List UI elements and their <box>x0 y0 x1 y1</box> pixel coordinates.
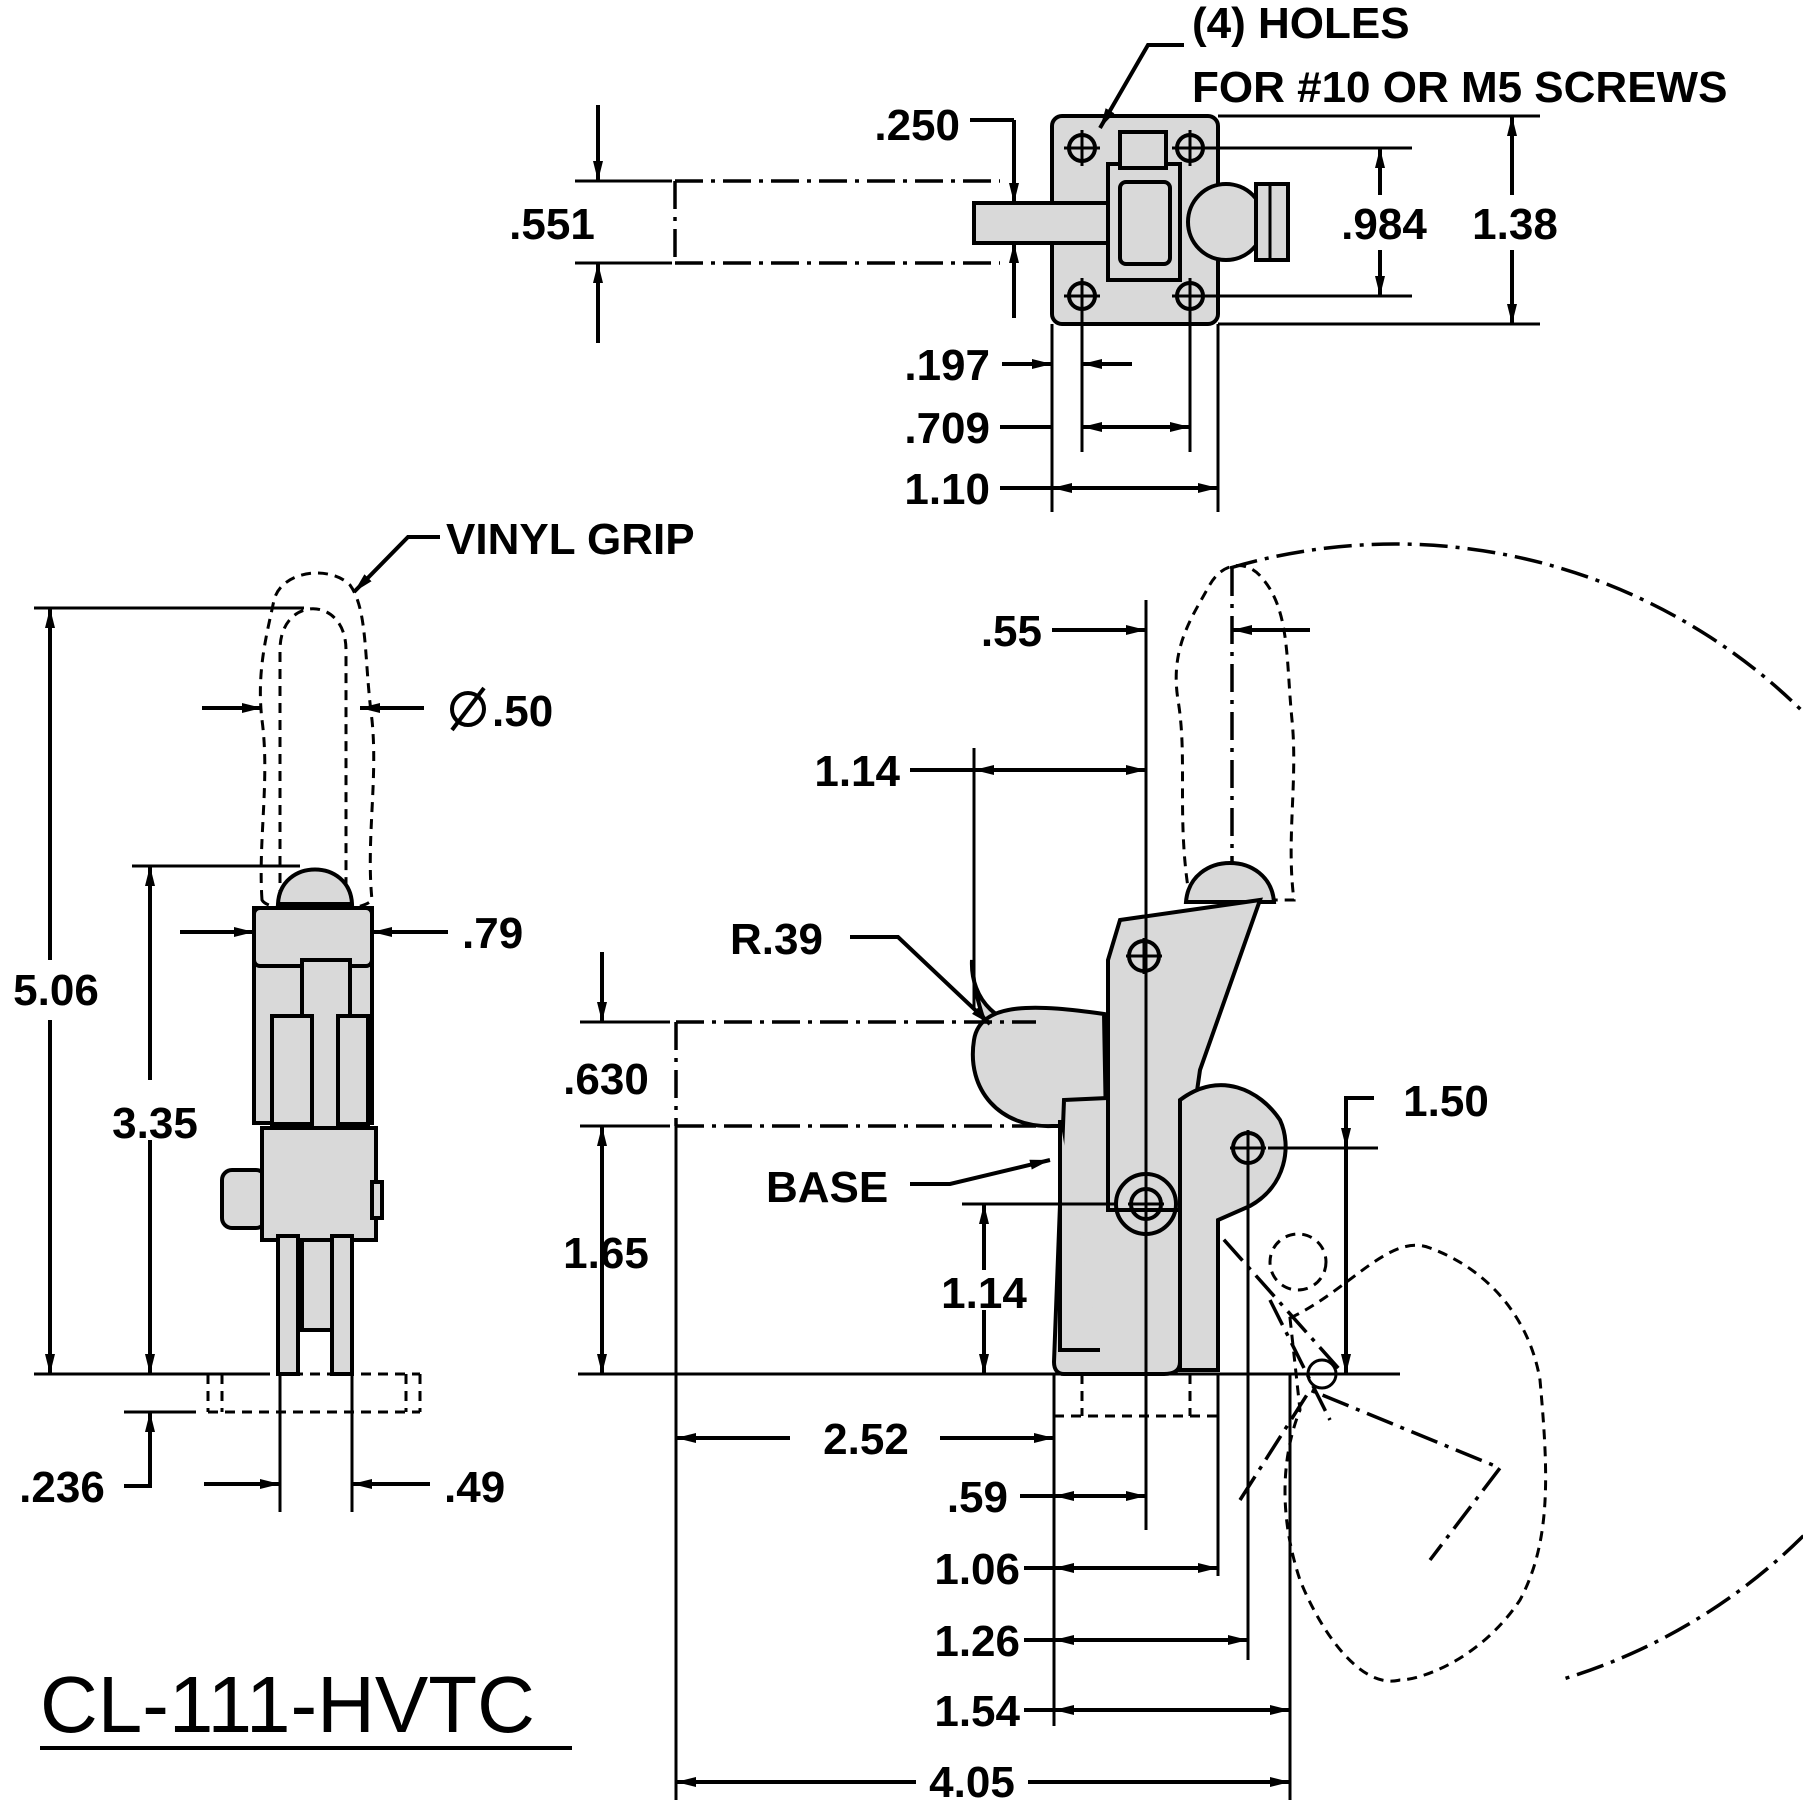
dim-059: .59 <box>947 1473 1008 1522</box>
vinyl-grip-note: VINYL GRIP <box>446 515 695 564</box>
front-left-side <box>270 1014 314 1126</box>
dim-049: .49 <box>444 1463 505 1512</box>
vinyl-grip-outline <box>258 571 376 913</box>
base-note: BASE <box>766 1163 888 1212</box>
front-nut <box>370 1180 384 1220</box>
dim-055: .55 <box>981 607 1042 656</box>
side-linkage <box>1178 1083 1288 1372</box>
dim-984: .984 <box>1341 200 1427 249</box>
dim-154: 1.54 <box>934 1687 1020 1736</box>
front-right-side <box>336 1014 370 1126</box>
front-leg-right <box>330 1234 354 1376</box>
dim-126: 1.26 <box>934 1617 1020 1666</box>
top-arm-cap <box>1118 130 1168 170</box>
dim-630: .630 <box>563 1055 649 1104</box>
top-arm-inner <box>1118 180 1172 266</box>
dim-165: 1.65 <box>563 1229 649 1278</box>
dim-197: .197 <box>904 341 990 390</box>
open-handle-outline <box>1283 1243 1548 1683</box>
dim-106: 1.06 <box>934 1545 1020 1594</box>
holes-note-line2: FOR #10 OR M5 SCREWS <box>1192 63 1727 112</box>
dim-114-top: 1.14 <box>814 747 900 796</box>
diameter-icon <box>450 686 486 732</box>
top-handle-knob <box>1186 182 1266 262</box>
dim-050: .50 <box>492 687 553 736</box>
front-leg-left <box>276 1234 300 1376</box>
dim-236: .236 <box>19 1463 105 1512</box>
front-mid-block <box>260 1126 378 1242</box>
top-view: .551 .250 (4) HOLES FOR #10 OR M5 SCREWS… <box>509 0 1727 514</box>
dim-079: .79 <box>462 909 523 958</box>
swing-arc <box>1229 542 1803 1682</box>
dim-405: 4.05 <box>929 1758 1015 1803</box>
mounting-hole <box>1064 130 1100 166</box>
dim-114-low: 1.14 <box>941 1269 1027 1318</box>
pivot-pin-icon <box>1126 938 1162 974</box>
front-bolt-head <box>220 1168 268 1230</box>
side-handle-knob <box>1183 861 1277 904</box>
front-top-cap <box>252 906 374 968</box>
dim-551: .551 <box>509 200 595 249</box>
mounting-hole <box>1064 278 1100 314</box>
part-number: CL-111-HVTC <box>40 1660 535 1749</box>
front-view: VINYL GRIP 5.06 3.35 .50 .79 .236 <box>13 515 695 1750</box>
pivot-pin-icon <box>1230 1130 1266 1166</box>
grip-inner-outline <box>278 607 348 900</box>
side-view: .55 1.14 R.39 .630 1.65 BASE 1.14 1 <box>563 542 1803 1803</box>
dim-335: 3.35 <box>112 1099 198 1148</box>
top-end-block <box>1254 182 1290 262</box>
dim-506: 5.06 <box>13 966 99 1015</box>
holes-note-line1: (4) HOLES <box>1192 0 1410 48</box>
dim-252: 2.52 <box>823 1415 909 1464</box>
dim-709: .709 <box>904 404 990 453</box>
dim-150: 1.50 <box>1403 1077 1489 1126</box>
upright-handle-outline <box>1174 564 1296 902</box>
top-spindle-bar <box>972 201 1126 245</box>
front-handle-knob <box>275 867 355 906</box>
dim-110: 1.10 <box>904 465 990 514</box>
radius-note: R.39 <box>730 915 823 964</box>
dim-250: .250 <box>874 101 960 150</box>
dim-138: 1.38 <box>1472 200 1558 249</box>
